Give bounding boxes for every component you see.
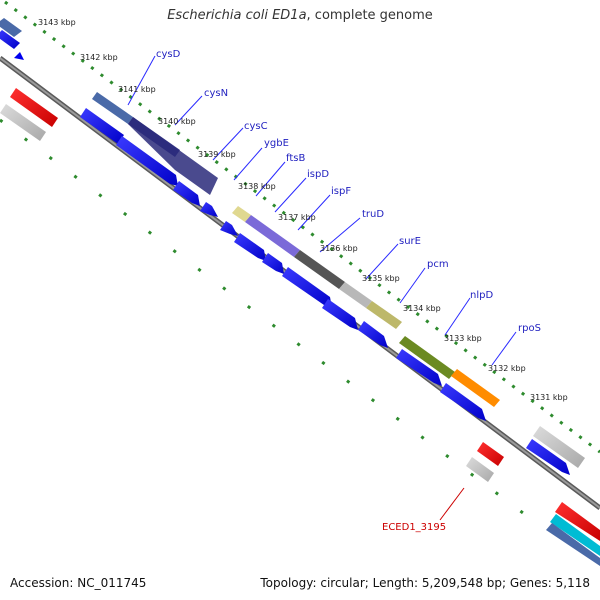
feature-topleft-red [0,88,58,141]
cds-lower-strand [80,108,486,421]
feature-topleft-blue [0,18,24,60]
gene-labels: cysD cysN cysC ygbE ftsB ispD ispF truD … [156,49,541,533]
gene-label-ispD: ispD [307,169,329,180]
title-suffix: , complete genome [306,8,433,23]
kbp-label: 3131 kbp [530,393,568,402]
kbp-label: 3135 kbp [362,274,400,283]
kbp-label: 3134 kbp [403,304,441,313]
gene-block-nlpD [399,336,455,379]
feature-ECED1_3195 [466,442,504,482]
gene-label-leaders [127,55,517,521]
gene-label-surE: surE [399,236,421,247]
gene-label-rpoS: rpoS [518,323,541,334]
gene-label-pcm: pcm [427,259,449,270]
kbp-label: 3142 kbp [80,53,118,62]
outer-tick-track [4,0,600,454]
gene-label-truD: truD [362,209,384,220]
gene-label-cysC: cysC [244,121,268,132]
gene-label-cysN: cysN [204,88,228,99]
accession-text: Accession: NC_011745 [10,576,147,590]
kbp-label: 3143 kbp [38,18,76,27]
kbp-label: 3139 kbp [198,150,236,159]
kbp-label: 3136 kbp [320,244,358,253]
gene-label-nlpD: nlpD [470,290,493,301]
kbp-labels: 3143 kbp 3142 kbp 3141 kbp 3140 kbp 3139… [38,18,568,402]
kbp-label: 3138 kbp [238,182,276,191]
feature-bottom-right [546,502,600,566]
feature-right-grey [533,426,585,468]
gene-block-cysN [128,117,218,195]
feature-right-blue [526,439,570,475]
kbp-label: 3140 kbp [158,117,196,126]
genome-summary-text: Topology: circular; Length: 5,209,548 bp… [260,576,590,590]
gene-label-cysD: cysD [156,49,181,60]
gene-label-ygbE: ygbE [264,138,289,149]
gene-label-ECED1_3195: ECED1_3195 [382,522,446,533]
kbp-label: 3137 kbp [278,213,316,222]
kbp-label: 3133 kbp [444,334,482,343]
gene-block-truD-surE [339,282,402,329]
gene-label-ftsB: ftsB [286,153,305,164]
gene-block-ygbE-ispD [232,206,345,289]
gene-label-ispF: ispF [331,186,351,197]
map-title: Escherichia coli ED1a, complete genome [0,8,600,23]
gene-block-rpoS [451,369,500,407]
kbp-label: 3132 kbp [488,364,526,373]
kbp-label: 3141 kbp [118,85,156,94]
organism-name: Escherichia coli ED1a [167,8,307,23]
